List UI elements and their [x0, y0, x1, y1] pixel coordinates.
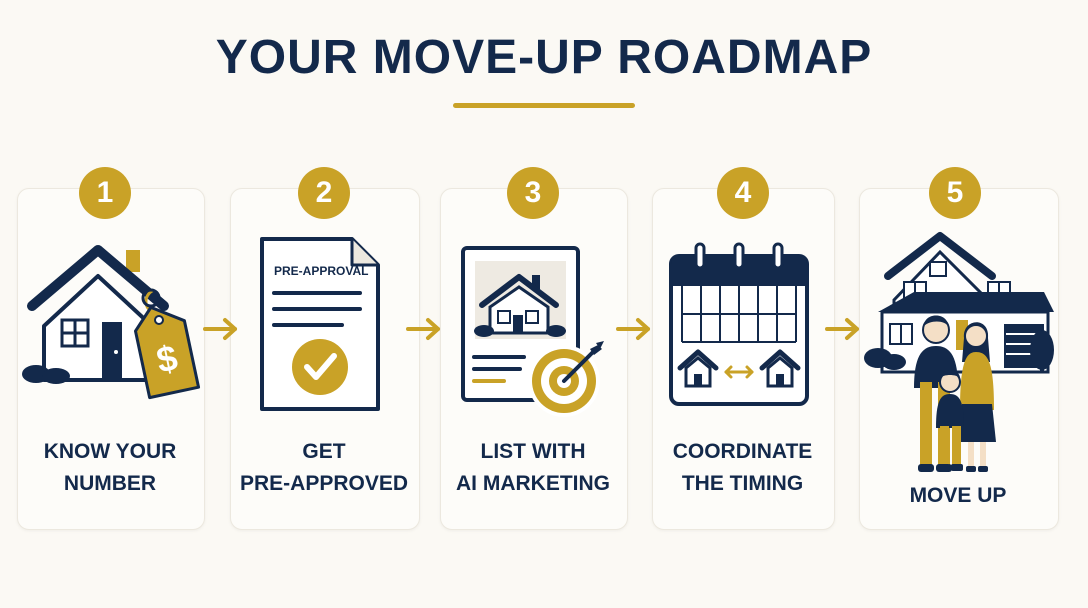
family-new-home-icon: [864, 232, 1054, 472]
step-label-4-line-1: COORDINATE: [672, 440, 813, 463]
page-title: YOUR MOVE-UP ROADMAP: [215, 31, 873, 84]
step-label-2: GET PRE-APPROVED: [230, 436, 418, 500]
step-number-badge-3: 3: [507, 167, 559, 219]
listing-target-icon: [461, 246, 604, 417]
arrow-right-icon: [825, 318, 859, 340]
arrow-right-icon: [203, 318, 237, 340]
step-label-3: LIST WITH AI MARKETING: [440, 436, 626, 500]
step-label-2-line-1: GET: [302, 440, 346, 463]
step-label-4-line-2: THE TIMING: [681, 472, 804, 495]
step-label-3-line-1: LIST WITH: [480, 440, 586, 463]
document-title: PRE-APPROVAL: [274, 264, 368, 278]
step-label-2-line-2: PRE-APPROVED: [239, 472, 409, 495]
step-number-badge-2: 2: [298, 167, 350, 219]
arrow-right-icon: [616, 318, 650, 340]
arrow-right-icon: [406, 318, 440, 340]
pre-approval-document-icon: PRE-APPROVAL: [260, 237, 380, 411]
step-label-1-line-1: KNOW YOUR: [43, 440, 177, 463]
step-label-1: KNOW YOUR NUMBER: [17, 436, 203, 500]
step-label-4: COORDINATE THE TIMING: [652, 436, 833, 500]
house-price-tag-icon: $: [22, 245, 201, 400]
step-number-badge-5: 5: [929, 167, 981, 219]
step-label-1-line-2: NUMBER: [63, 472, 157, 495]
step-label-3-line-2: AI MARKETING: [456, 472, 610, 495]
calendar-houses-icon: [669, 242, 809, 406]
step-label-5-line-1: MOVE UP: [909, 484, 1007, 507]
step-number-badge-4: 4: [717, 167, 769, 219]
step-number-badge-1: 1: [79, 167, 131, 219]
title-underline: [453, 103, 635, 108]
step-label-5: MOVE UP: [859, 480, 1057, 512]
